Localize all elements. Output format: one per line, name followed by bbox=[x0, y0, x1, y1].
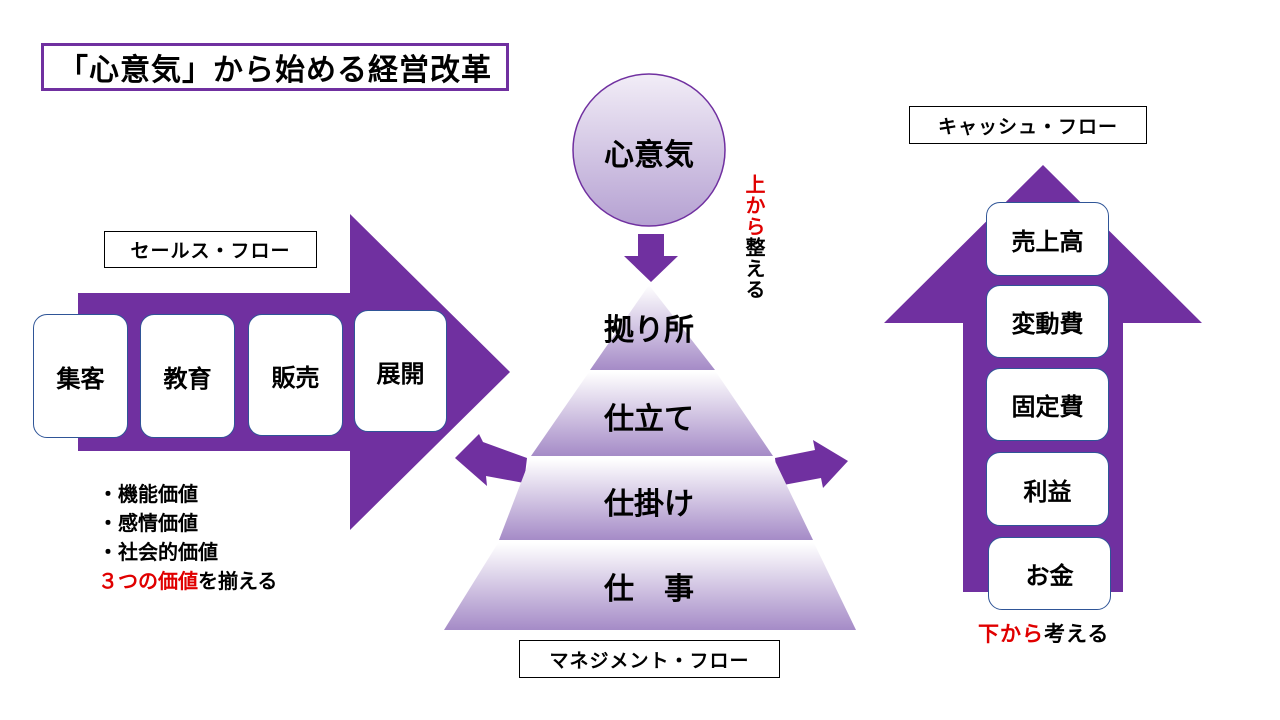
pyramid-level-2 bbox=[531, 372, 773, 456]
value-item: ・社会的価値 bbox=[98, 540, 218, 564]
value-item: ・機能価値 bbox=[98, 482, 198, 506]
cash-card-variable-cost: 変動費 bbox=[986, 285, 1109, 358]
left-arrow bbox=[455, 434, 527, 486]
page-title: 「心意気」から始める経営改革 bbox=[41, 43, 509, 91]
bottom-up-note: 下から考える bbox=[978, 618, 1109, 648]
sales-card-educate: 教育 bbox=[140, 314, 235, 438]
pyramid-level-4 bbox=[444, 543, 856, 630]
value-item: ・感情価値 bbox=[98, 511, 198, 535]
sales-card-expand: 展開 bbox=[354, 310, 447, 432]
sales-card-sell: 販売 bbox=[248, 314, 343, 436]
pyramid-level-3 bbox=[499, 459, 813, 540]
top-circle bbox=[572, 73, 726, 227]
cash-card-sales: 売上高 bbox=[986, 202, 1109, 276]
pyramid-level-1 bbox=[590, 285, 715, 370]
cash-card-profit: 利益 bbox=[986, 452, 1109, 526]
top-down-note-rest: 整える bbox=[742, 237, 766, 300]
down-arrow bbox=[624, 234, 678, 282]
top-down-note-highlight: 上から bbox=[742, 174, 766, 237]
cash-card-fixed-cost: 固定費 bbox=[986, 368, 1109, 441]
pyramid-label-1: 拠り所 bbox=[604, 313, 694, 348]
cash-card-money: お金 bbox=[988, 537, 1111, 610]
top-circle-label: 心意気 bbox=[604, 138, 694, 173]
value-summary-rest: を揃える bbox=[198, 569, 278, 593]
top-down-note: 上から整える bbox=[742, 174, 766, 300]
pyramid-label-4: 仕 事 bbox=[604, 572, 694, 607]
value-list: ・機能価値 ・感情価値 ・社会的価値 ３つの価値を揃える bbox=[98, 480, 277, 596]
bottom-up-note-highlight: 下から bbox=[978, 622, 1044, 646]
cash-flow-label: キャッシュ・フロー bbox=[909, 106, 1147, 144]
value-summary-highlight: ３つの価値 bbox=[98, 569, 198, 593]
management-flow-label: マネジメント・フロー bbox=[519, 640, 780, 678]
sales-card-attract: 集客 bbox=[33, 314, 128, 438]
right-arrow bbox=[775, 440, 848, 488]
pyramid-label-3: 仕掛け bbox=[604, 487, 694, 522]
value-summary: ３つの価値を揃える bbox=[98, 567, 277, 596]
bottom-up-note-rest: 考える bbox=[1044, 622, 1110, 646]
sales-flow-label: セールス・フロー bbox=[104, 231, 317, 268]
pyramid-label-2: 仕立て bbox=[604, 402, 694, 437]
